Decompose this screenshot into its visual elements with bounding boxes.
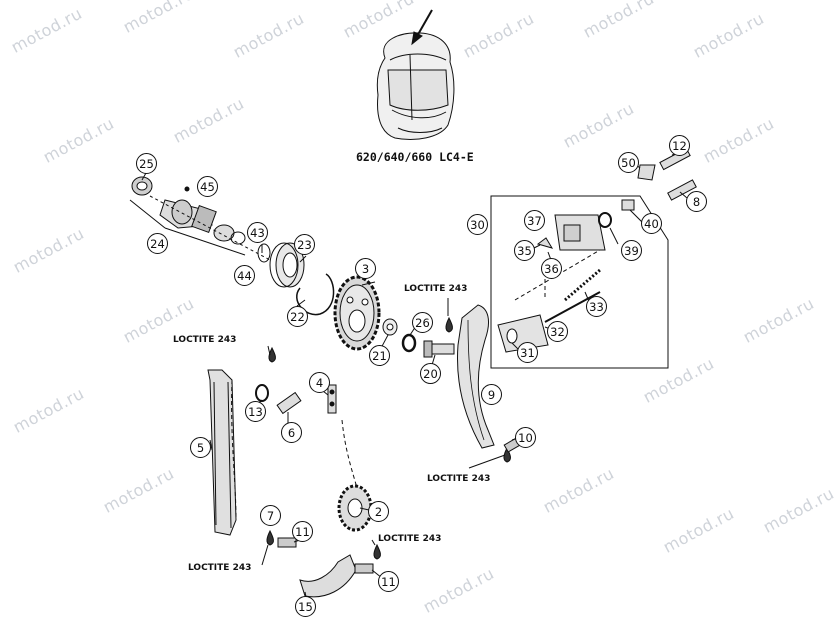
callout-36: 36 [541,258,562,279]
loctite-label: LOCTITE 243 [378,534,442,544]
callout-11: 11 [378,571,399,592]
loctite-label: LOCTITE 243 [427,474,491,484]
loctite-label: LOCTITE 243 [173,335,237,345]
callout-40: 40 [641,213,662,234]
callout-43: 43 [247,222,268,243]
callout-20: 20 [420,363,441,384]
engine-cover-illustration [376,32,455,140]
callout-4: 4 [309,372,330,393]
callout-45: 45 [197,176,218,197]
callout-35: 35 [514,240,535,261]
callout-30: 30 [467,214,488,235]
pivot-bolt [423,340,455,358]
callout-2: 2 [368,501,389,522]
callout-8: 8 [686,191,707,212]
bearing [269,242,305,288]
arrow-icon [411,9,433,46]
bracket [299,554,357,598]
callout-50: 50 [618,152,639,173]
camshaft-assembly [131,176,271,263]
callout-26: 26 [412,312,433,333]
callout-12: 12 [669,135,690,156]
guide-rail [207,369,237,536]
loctite-label: LOCTITE 243 [188,563,252,573]
tensioner-box [490,195,669,369]
callout-6: 6 [281,422,302,443]
callout-22: 22 [287,306,308,327]
callout-5: 5 [190,437,211,458]
tensioner-rail [457,304,495,449]
callout-15: 15 [295,596,316,617]
model-label: 620/640/660 LC4-E [356,150,474,164]
callout-21: 21 [369,345,390,366]
callout-24: 24 [147,233,168,254]
callout-25: 25 [136,153,157,174]
callout-9: 9 [481,384,502,405]
crankshaft-sprocket [337,484,373,532]
callout-32: 32 [547,321,568,342]
callout-31: 31 [517,342,538,363]
callout-13: 13 [245,401,266,422]
callout-3: 3 [355,258,376,279]
callout-11: 11 [292,521,313,542]
callout-10: 10 [515,427,536,448]
camshaft-sprocket [333,275,381,351]
callout-23: 23 [294,234,315,255]
callout-39: 39 [621,240,642,261]
callout-37: 37 [524,210,545,231]
callout-44: 44 [234,265,255,286]
loctite-label: LOCTITE 243 [404,284,468,294]
callout-33: 33 [586,296,607,317]
callout-7: 7 [260,505,281,526]
